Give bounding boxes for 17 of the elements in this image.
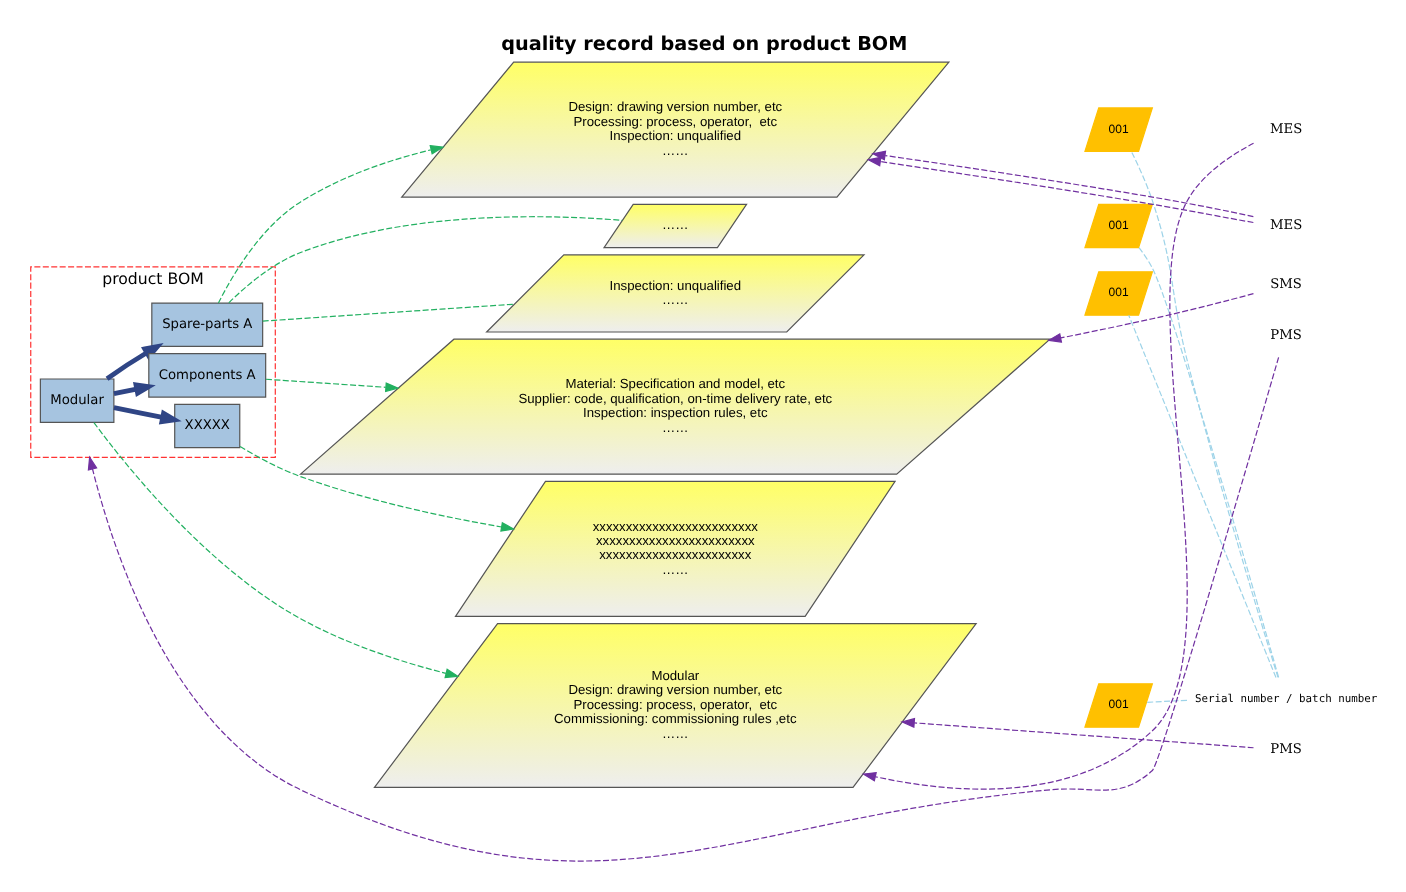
arrow bbox=[265, 378, 400, 393]
arrow bbox=[239, 445, 516, 532]
connector bbox=[1130, 150, 1279, 678]
arrow bbox=[113, 405, 182, 425]
connector bbox=[1146, 699, 1188, 703]
connector bbox=[262, 303, 515, 322]
connector bbox=[1138, 247, 1280, 678]
arrow bbox=[105, 342, 164, 381]
arrow bbox=[87, 356, 1280, 862]
diagram-title: quality record based on product BOM bbox=[501, 33, 908, 56]
arrow bbox=[113, 382, 156, 398]
arrow bbox=[217, 145, 445, 304]
arrow bbox=[861, 142, 1255, 790]
arrow bbox=[93, 422, 460, 679]
arrow bbox=[900, 717, 1255, 749]
arrow bbox=[1047, 293, 1255, 343]
connector bbox=[1128, 314, 1277, 679]
